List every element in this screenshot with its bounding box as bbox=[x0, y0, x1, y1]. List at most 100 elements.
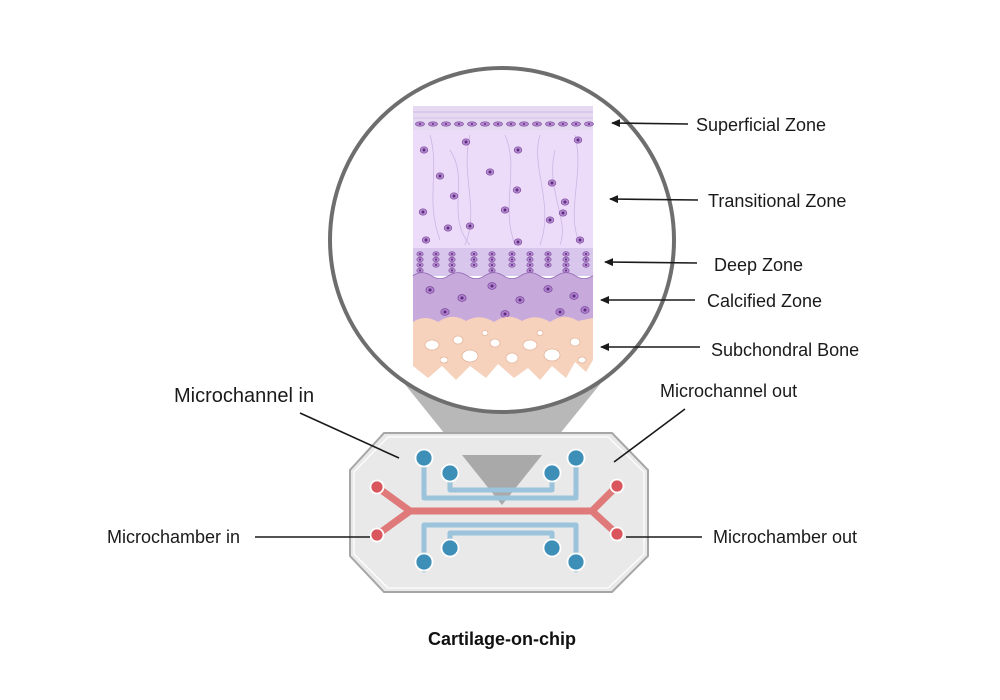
calcified-zone-label: Calcified Zone bbox=[707, 291, 822, 311]
cell-nucleus bbox=[490, 263, 494, 267]
cell-nucleus bbox=[546, 252, 550, 256]
cell-nucleus bbox=[510, 263, 514, 267]
cell-nucleus bbox=[472, 258, 476, 261]
cell-nucleus bbox=[450, 263, 454, 267]
cell-nucleus bbox=[510, 123, 512, 125]
cell-nucleus bbox=[490, 284, 494, 288]
microchamber-port bbox=[609, 478, 625, 494]
cell-nucleus bbox=[450, 258, 454, 261]
cell-nucleus bbox=[450, 269, 454, 272]
transitional-zone-label: Transitional Zone bbox=[708, 191, 846, 211]
microchannel-port bbox=[542, 463, 562, 483]
cell-nucleus bbox=[418, 252, 422, 256]
magnifier-lens bbox=[328, 66, 676, 414]
cell-nucleus bbox=[484, 123, 486, 125]
microchannel-port bbox=[542, 538, 562, 558]
lens-ring bbox=[328, 66, 676, 414]
chip-pointers bbox=[255, 408, 702, 538]
cell-nucleus bbox=[515, 188, 519, 192]
microchamber-port bbox=[369, 527, 385, 543]
microfluidic-chip bbox=[349, 432, 649, 593]
cell-nucleus bbox=[438, 174, 442, 178]
cell-nucleus bbox=[503, 312, 507, 316]
cell-nucleus bbox=[471, 123, 473, 125]
cell-nucleus bbox=[503, 208, 507, 212]
microchannel-out-leader bbox=[613, 408, 686, 463]
cell-nucleus bbox=[443, 310, 447, 314]
cell-nucleus bbox=[421, 210, 425, 214]
cell-nucleus bbox=[424, 238, 428, 242]
cell-nucleus bbox=[558, 310, 562, 314]
cell-nucleus bbox=[562, 123, 564, 125]
cell-nucleus bbox=[428, 288, 432, 292]
cell-nucleus bbox=[510, 252, 514, 256]
deep-zone-label: Deep Zone bbox=[714, 255, 803, 275]
microchannel-port bbox=[440, 463, 460, 483]
cell-nucleus bbox=[578, 238, 582, 242]
superficial-zone-label: Superficial Zone bbox=[696, 115, 826, 135]
cell-nucleus bbox=[452, 194, 456, 198]
cell-nucleus bbox=[497, 123, 499, 125]
microchamber-out-label: Microchamber out bbox=[713, 527, 857, 547]
diagram-caption: Cartilage-on-chip bbox=[428, 629, 576, 649]
cell-nucleus bbox=[434, 258, 438, 261]
microchannel-port bbox=[566, 552, 586, 572]
cell-nucleus bbox=[516, 240, 520, 244]
cell-nucleus bbox=[516, 148, 520, 152]
cell-nucleus bbox=[548, 218, 552, 222]
subchondral-bone-layer bbox=[413, 316, 593, 380]
cell-nucleus bbox=[575, 123, 577, 125]
cell-nucleus bbox=[488, 170, 492, 174]
cell-nucleus bbox=[490, 252, 494, 256]
cell-nucleus bbox=[564, 252, 568, 256]
cell-nucleus bbox=[561, 211, 565, 215]
cell-nucleus bbox=[418, 263, 422, 267]
cell-nucleus bbox=[445, 123, 447, 125]
cell-nucleus bbox=[550, 181, 554, 185]
microchannel-ports bbox=[414, 448, 586, 572]
cell-nucleus bbox=[446, 226, 450, 230]
microchamber-port bbox=[369, 479, 385, 495]
cell-nucleus bbox=[549, 123, 551, 125]
transitional-zone-arrow bbox=[609, 195, 699, 204]
microchannel-port bbox=[414, 552, 434, 572]
microchannel-port bbox=[414, 448, 434, 468]
cell-nucleus bbox=[583, 308, 587, 312]
cell-nucleus bbox=[490, 258, 494, 261]
cell-nucleus bbox=[468, 224, 472, 228]
microchannel-in-leader bbox=[299, 412, 400, 459]
microchamber-in-label: Microchamber in bbox=[107, 527, 240, 547]
microchannel-port bbox=[566, 448, 586, 468]
zone-pointers bbox=[600, 119, 700, 351]
cell-nucleus bbox=[490, 269, 494, 272]
microchamber-port bbox=[609, 526, 625, 542]
cell-nucleus bbox=[546, 287, 550, 291]
cell-nucleus bbox=[510, 258, 514, 261]
chip-inner-edge bbox=[353, 436, 645, 589]
superficial-zone-arrow bbox=[611, 119, 689, 128]
cell-nucleus bbox=[458, 123, 460, 125]
cell-nucleus bbox=[546, 263, 550, 267]
cartilage-tissue-section bbox=[412, 106, 594, 380]
subchondral-bone-label: Subchondral Bone bbox=[711, 340, 859, 360]
cell-nucleus bbox=[584, 252, 588, 256]
cell-nucleus bbox=[450, 252, 454, 256]
deep-zone-arrow bbox=[604, 258, 698, 267]
cell-nucleus bbox=[528, 269, 532, 272]
cell-nucleus bbox=[418, 258, 422, 261]
microchannel-port bbox=[440, 538, 460, 558]
cell-nucleus bbox=[472, 252, 476, 256]
cell-nucleus bbox=[576, 138, 580, 142]
cell-nucleus bbox=[432, 123, 434, 125]
transitional-zone-layer bbox=[413, 130, 593, 248]
cell-nucleus bbox=[563, 200, 567, 204]
cell-nucleus bbox=[564, 263, 568, 267]
cell-nucleus bbox=[536, 123, 538, 125]
cell-nucleus bbox=[419, 123, 421, 125]
cell-nucleus bbox=[584, 258, 588, 261]
cell-nucleus bbox=[564, 258, 568, 261]
cell-nucleus bbox=[564, 269, 568, 272]
cell-nucleus bbox=[422, 148, 426, 152]
cell-nucleus bbox=[518, 298, 522, 302]
